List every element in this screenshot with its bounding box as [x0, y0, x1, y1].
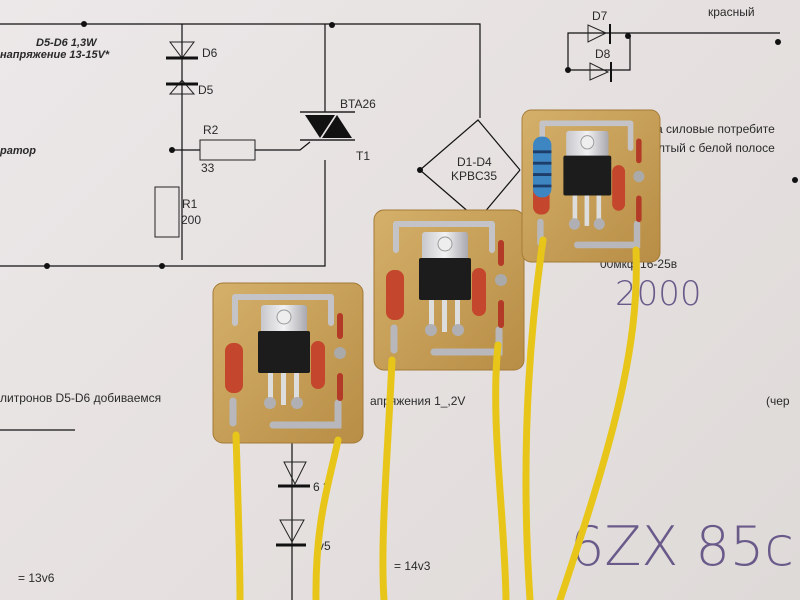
note-voltage: напряжение 13-15V*	[0, 49, 110, 61]
label-d7: D7	[592, 9, 608, 23]
note-diodes: D5-D6 1,3W	[36, 37, 98, 49]
label-d5: D5	[198, 83, 214, 97]
label-t1: T1	[356, 149, 370, 163]
result-1: = 13v6	[18, 571, 55, 585]
label-r2: R2	[203, 123, 219, 137]
label-r1: R1	[182, 197, 198, 211]
pcb-board-middle	[374, 210, 524, 370]
stripe-fragment: лтый с белой полосе	[658, 141, 775, 155]
left-fragment: ратор	[0, 145, 36, 157]
label-triac-model: BTA26	[340, 97, 376, 111]
pcb-board-left	[213, 283, 363, 443]
label-d8: D8	[595, 47, 611, 61]
label-red: красный	[708, 5, 755, 19]
label-bridge: D1-D4	[457, 155, 492, 169]
loads-fragment: а силовые потребите	[656, 122, 775, 136]
label-bridge-model: KPBC35	[451, 169, 497, 183]
handwritten-part-number: 6ZX 85c	[570, 515, 794, 578]
pcb-board-right	[522, 110, 660, 262]
result-2: = 14v3	[394, 559, 431, 573]
label-d6: D6	[202, 46, 218, 60]
label-r1-value: 200	[181, 213, 201, 227]
bottom-mid-text: апряжения 1_,2V	[370, 394, 465, 408]
bottom-right-text: (чер	[766, 394, 790, 408]
bottom-left-text: литронов D5-D6 добиваемся	[0, 391, 161, 405]
handwritten-capacitance: 2000	[615, 274, 702, 314]
label-r2-value: 33	[201, 161, 215, 175]
yellow-wires	[232, 236, 640, 600]
